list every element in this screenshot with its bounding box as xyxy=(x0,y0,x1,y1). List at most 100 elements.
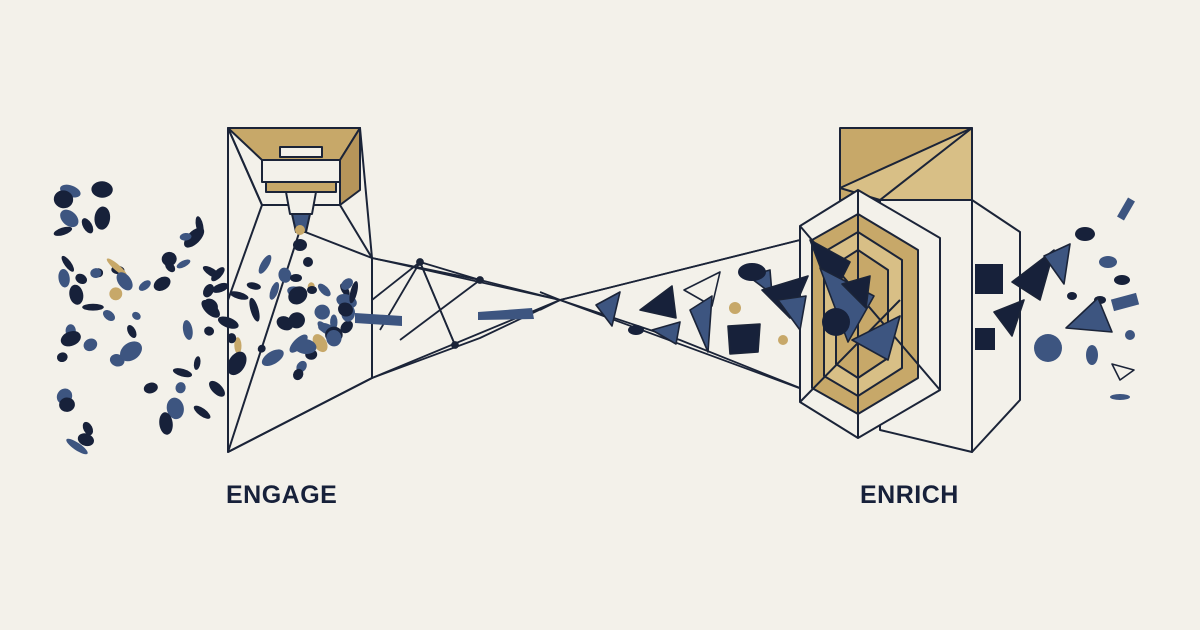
particle xyxy=(278,267,292,283)
particle xyxy=(58,268,70,288)
shard xyxy=(628,325,644,335)
particle xyxy=(307,286,317,294)
shard xyxy=(738,263,766,281)
shard xyxy=(689,295,713,353)
particle xyxy=(1086,345,1098,365)
particle xyxy=(317,283,331,297)
shard xyxy=(993,299,1025,337)
particle xyxy=(75,273,88,285)
particle xyxy=(303,257,313,267)
shard xyxy=(683,271,721,307)
particle xyxy=(330,314,338,331)
particle-field xyxy=(53,181,1140,455)
particle xyxy=(293,368,304,381)
particle xyxy=(258,254,272,274)
particle xyxy=(90,268,102,279)
connecting-tunnel xyxy=(371,239,811,393)
particle xyxy=(60,209,79,228)
particle xyxy=(165,261,176,273)
particle xyxy=(176,259,191,269)
particle xyxy=(227,351,247,376)
particle xyxy=(59,397,75,412)
shard xyxy=(1111,363,1135,381)
particle xyxy=(166,397,184,420)
particle xyxy=(290,274,302,282)
particle xyxy=(338,302,353,317)
particle xyxy=(778,335,788,345)
particle xyxy=(234,337,242,354)
particle xyxy=(143,382,158,394)
particle xyxy=(1125,330,1135,340)
particle xyxy=(132,311,141,320)
particle xyxy=(109,287,123,301)
particle xyxy=(729,302,741,314)
particle xyxy=(203,298,218,313)
particle xyxy=(227,333,237,344)
shard-field xyxy=(595,239,1135,381)
particle xyxy=(106,258,127,277)
particle xyxy=(81,218,94,234)
particle xyxy=(53,190,74,209)
shard xyxy=(851,315,901,361)
particle xyxy=(1067,292,1077,300)
shard xyxy=(777,295,807,331)
particle xyxy=(182,320,193,340)
particle xyxy=(116,272,133,291)
enrich-dark-square xyxy=(975,264,1003,294)
particle xyxy=(340,320,353,334)
particle xyxy=(257,344,266,353)
particle xyxy=(179,232,192,241)
particle xyxy=(1110,292,1140,312)
particle xyxy=(161,251,177,267)
particle xyxy=(172,368,193,378)
shard xyxy=(841,275,871,309)
particle xyxy=(60,331,81,347)
particle xyxy=(66,438,88,455)
particle xyxy=(1034,334,1062,362)
particle xyxy=(246,282,261,290)
particle xyxy=(314,304,330,320)
particle xyxy=(269,282,280,300)
particle xyxy=(349,281,358,304)
particle xyxy=(1114,275,1130,285)
particle xyxy=(120,341,142,362)
particle xyxy=(1099,256,1117,268)
particle xyxy=(159,412,173,435)
particle xyxy=(127,325,137,338)
engage-label: ENGAGE xyxy=(226,481,338,509)
particle xyxy=(211,282,229,293)
particle xyxy=(1110,394,1130,400)
particle xyxy=(94,206,111,230)
enrich-label: ENRICH xyxy=(860,481,959,509)
particle xyxy=(1075,227,1095,241)
particle xyxy=(326,330,342,347)
particle xyxy=(77,433,94,447)
particle xyxy=(193,405,211,419)
particle xyxy=(288,286,308,305)
engage-prism xyxy=(227,127,373,453)
particle xyxy=(295,225,305,235)
shard xyxy=(727,323,761,355)
shard xyxy=(639,285,677,319)
enrich-dark-square-2 xyxy=(975,328,995,350)
particle xyxy=(175,382,186,394)
neck-bar-right xyxy=(478,308,534,320)
neck-bar xyxy=(355,313,402,326)
particle xyxy=(289,334,308,353)
particle xyxy=(56,352,68,363)
shard xyxy=(651,321,681,345)
particle xyxy=(217,316,239,329)
particle xyxy=(82,303,104,311)
particle xyxy=(195,216,204,236)
particle xyxy=(341,278,353,290)
particle xyxy=(203,284,214,298)
particle xyxy=(82,421,94,436)
particle xyxy=(83,338,98,352)
particle xyxy=(153,276,171,291)
particle xyxy=(53,226,73,236)
particle xyxy=(293,239,307,251)
particle xyxy=(211,267,225,282)
particle xyxy=(229,291,249,300)
particle xyxy=(261,349,284,366)
